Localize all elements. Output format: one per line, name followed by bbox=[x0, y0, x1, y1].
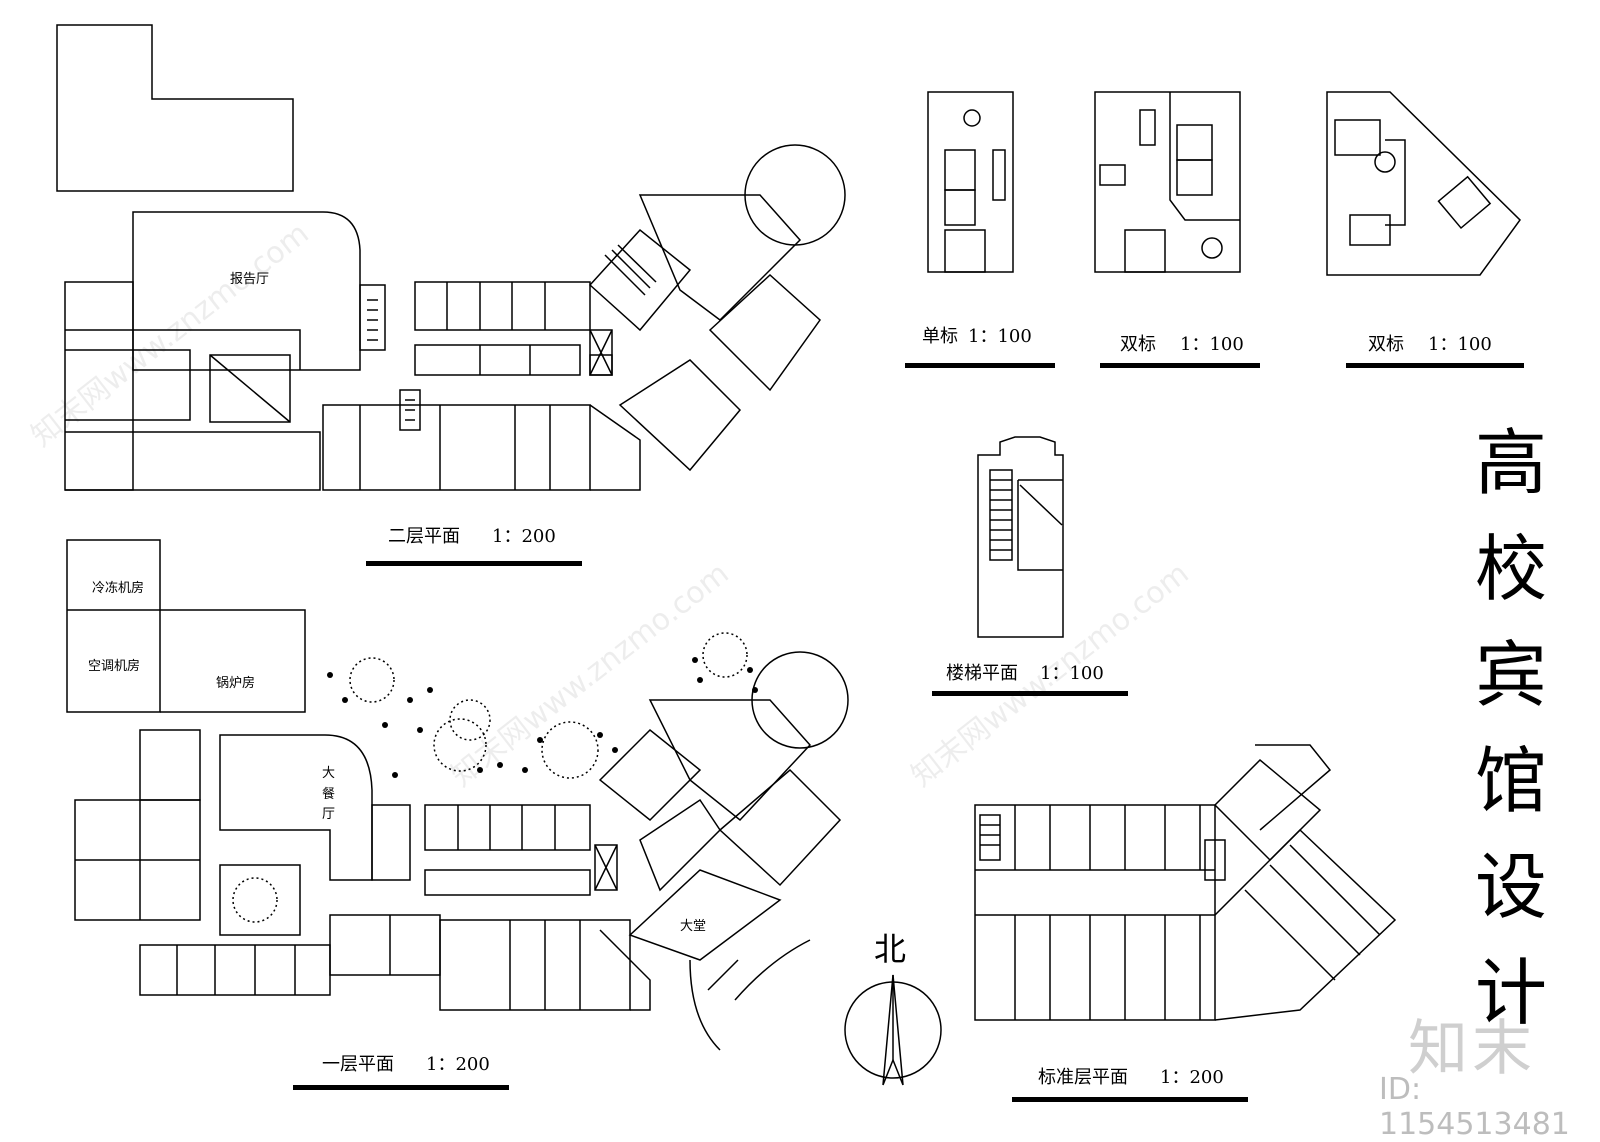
double-room-a-label: 双标 bbox=[1120, 334, 1156, 355]
north-arrow bbox=[844, 974, 942, 1086]
drawing-title: 高 校 宾 馆 设 计 bbox=[1466, 410, 1556, 1046]
watermark-brand: 知末 bbox=[1408, 1014, 1536, 1084]
stair-plan bbox=[977, 436, 1064, 638]
double-room-b-plan bbox=[1326, 91, 1521, 276]
second-floor-scale: 1：200 bbox=[492, 526, 556, 547]
watermark-id: ID: 1154513481 bbox=[1379, 1072, 1570, 1142]
double-room-a-underline bbox=[1100, 363, 1260, 368]
standard-floor-plan bbox=[974, 744, 1397, 1021]
room-lobby: 大堂 bbox=[680, 919, 707, 934]
second-floor-plan bbox=[64, 144, 846, 491]
standard-floor-underline bbox=[1012, 1097, 1248, 1102]
roof-outline bbox=[56, 24, 294, 192]
first-floor-underline bbox=[293, 1085, 509, 1090]
room-dining-1: 大 bbox=[322, 766, 336, 781]
single-room-underline bbox=[905, 363, 1055, 368]
title-char-3: 宾 bbox=[1474, 633, 1547, 717]
stair-underline bbox=[932, 691, 1128, 696]
double-room-b-label: 双标 bbox=[1368, 334, 1404, 355]
title-char-1: 高 bbox=[1474, 421, 1547, 505]
title-char-4: 馆 bbox=[1474, 739, 1547, 823]
double-room-b-scale: 1：100 bbox=[1428, 334, 1492, 355]
second-floor-label: 二层平面 bbox=[388, 526, 460, 547]
double-room-a-plan bbox=[1094, 91, 1241, 273]
standard-floor-scale: 1：200 bbox=[1160, 1067, 1224, 1088]
north-label: 北 bbox=[874, 930, 907, 968]
room-lecture-hall: 报告厅 bbox=[230, 272, 270, 287]
first-floor-label: 一层平面 bbox=[322, 1054, 394, 1075]
title-char-6: 计 bbox=[1474, 951, 1547, 1035]
room-dining-2: 餐 bbox=[322, 787, 336, 802]
double-room-a-scale: 1：100 bbox=[1180, 334, 1244, 355]
double-room-b-underline bbox=[1346, 363, 1524, 368]
room-boiler: 锅炉房 bbox=[216, 676, 256, 691]
title-char-2: 校 bbox=[1474, 527, 1547, 611]
standard-floor-label: 标准层平面 bbox=[1038, 1067, 1128, 1088]
room-cold: 冷冻机房 bbox=[92, 581, 145, 596]
single-room-plan bbox=[927, 91, 1014, 273]
single-room-scale: 1：100 bbox=[968, 326, 1032, 347]
room-dining-3: 厅 bbox=[322, 807, 336, 822]
title-char-5: 设 bbox=[1474, 845, 1547, 929]
first-floor-scale: 1：200 bbox=[426, 1054, 490, 1075]
single-room-label: 单标 bbox=[922, 326, 958, 347]
room-ac: 空调机房 bbox=[88, 659, 141, 674]
first-floor-plan bbox=[66, 539, 849, 1051]
stair-label: 楼梯平面 bbox=[946, 663, 1018, 684]
second-floor-underline bbox=[366, 561, 582, 566]
stair-scale: 1：100 bbox=[1040, 663, 1104, 684]
